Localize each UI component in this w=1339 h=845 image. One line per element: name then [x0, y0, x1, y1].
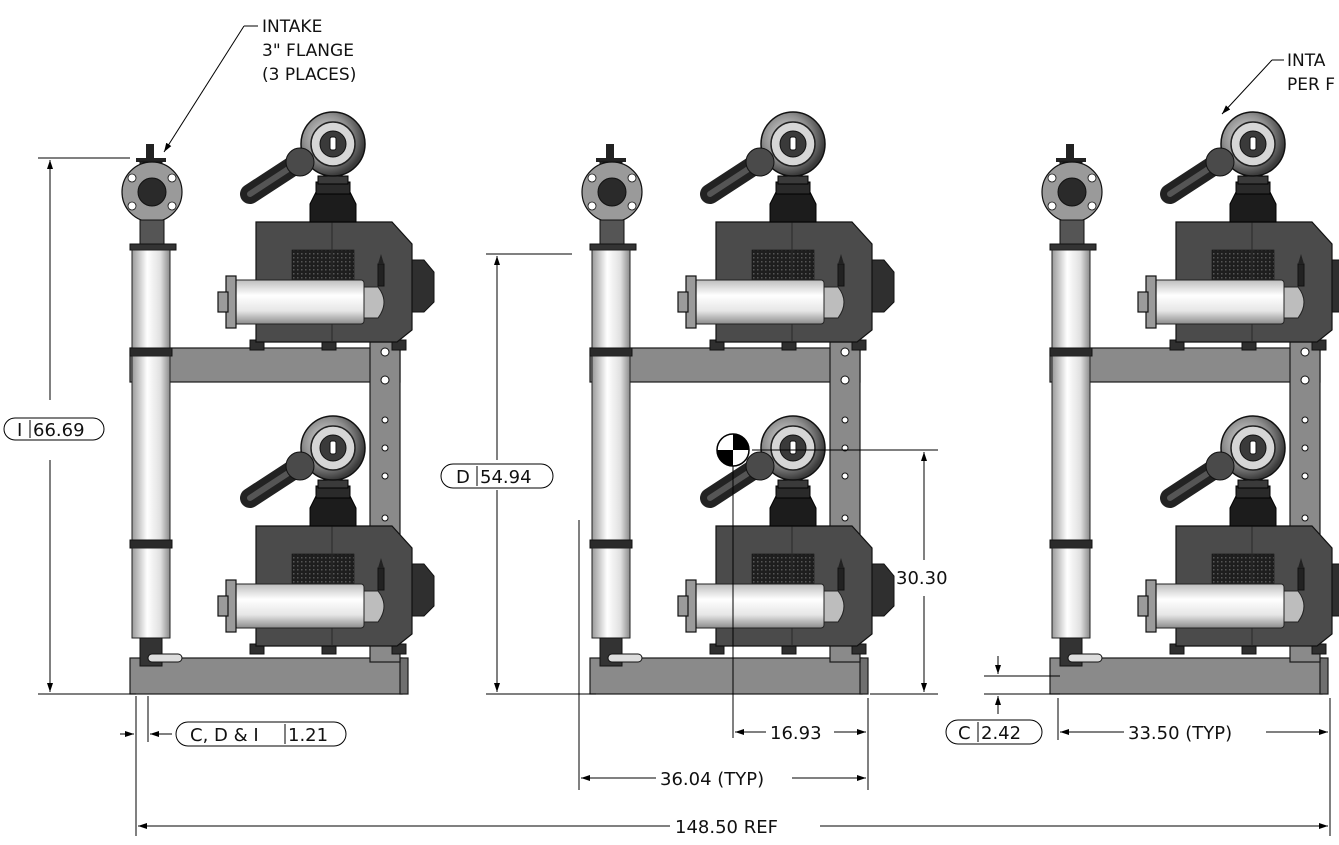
dim-overall-value: 148.50 REF: [675, 817, 778, 838]
dim-offset-c-value: 2.42: [981, 723, 1021, 744]
cg-symbol: [716, 433, 750, 467]
dim-height-i-value: 66.69: [33, 420, 85, 441]
pump-assembly-center: [581, 112, 894, 695]
dim-cg-offset-value: 16.93: [770, 723, 822, 744]
dim-cg-height: 30.30: [752, 449, 948, 695]
dim-height-d-value: 54.94: [480, 467, 532, 488]
dim-frame-width-inner-value: 33.50 (TYP): [1128, 723, 1232, 744]
dim-frame-width: 36.04 (TYP): [578, 520, 866, 790]
pump-assembly-left: [121, 112, 434, 695]
intake-note-line-2: 3" FLANGE: [262, 41, 354, 61]
dim-frame-width-inner: 33.50 (TYP): [1057, 698, 1331, 836]
dim-offset-cdi-tag: C, D & I: [190, 725, 259, 746]
intake-note-left: INTAKE 3" FLANGE (3 PLACES): [163, 17, 356, 153]
dim-height-d-tag: D: [456, 467, 470, 488]
dim-overall: 148.50 REF: [138, 817, 1328, 838]
dim-height-d: D 54.94: [440, 253, 596, 695]
dim-offset-c: C 2.42: [945, 656, 1060, 745]
dim-height-i: I 66.69: [3, 157, 136, 695]
dim-frame-width-value: 36.04 (TYP): [660, 769, 764, 790]
dim-cg-offset: 16.93: [732, 466, 869, 790]
intake-note-line-1: INTAKE: [262, 17, 322, 37]
intake-note-line-3: (3 PLACES): [262, 65, 356, 85]
pump-assembly-right: [1041, 112, 1339, 695]
dim-offset-cdi: C, D & I 1.21: [120, 696, 347, 836]
dim-height-i-tag: I: [17, 420, 22, 441]
dim-cg-height-value: 30.30: [896, 568, 948, 589]
dim-offset-c-tag: C: [958, 723, 971, 744]
dim-offset-cdi-value: 1.21: [288, 725, 328, 746]
intake-note-right: INTA PER F: [1221, 51, 1335, 115]
intake-note-right-line-1: INTA: [1287, 51, 1326, 71]
intake-note-right-line-2: PER F: [1287, 75, 1335, 95]
